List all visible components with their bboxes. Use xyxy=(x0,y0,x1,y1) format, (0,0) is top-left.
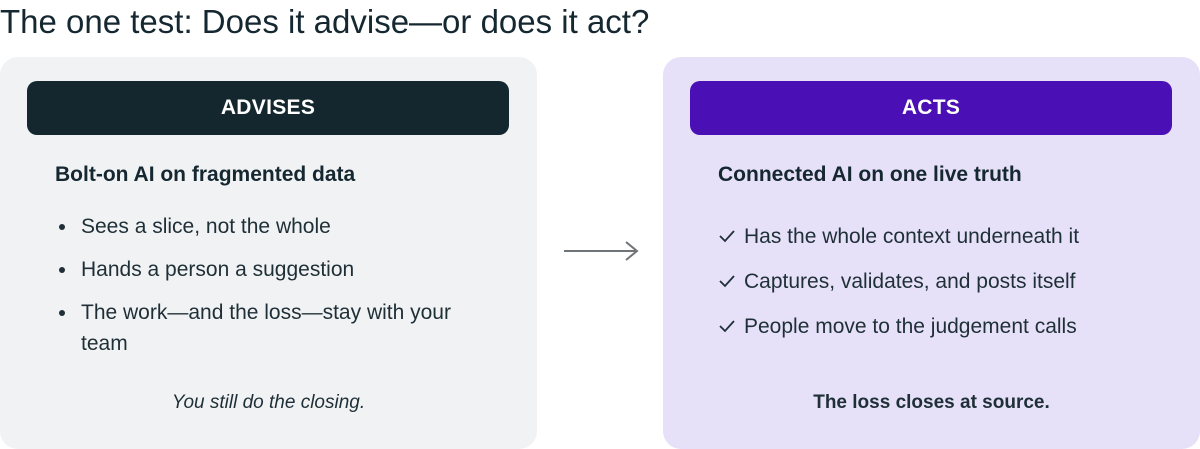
list-item-text: Captures, validates, and posts itself xyxy=(744,270,1076,293)
dot-icon xyxy=(59,267,65,273)
arrow-right-icon xyxy=(564,241,639,261)
advises-list: Sees a slice, not the whole Hands a pers… xyxy=(55,211,495,371)
check-icon xyxy=(719,230,735,243)
dot-icon xyxy=(59,224,65,230)
list-item: The work—and the loss—stay with your tea… xyxy=(55,297,495,359)
acts-panel: ACTS Connected AI on one live truth Has … xyxy=(663,57,1200,449)
list-item-text: Hands a person a suggestion xyxy=(81,258,355,281)
list-item: People move to the judgement calls xyxy=(718,311,1178,342)
acts-header: ACTS xyxy=(690,81,1172,135)
list-item: Hands a person a suggestion xyxy=(55,254,495,285)
acts-list: Has the whole context underneath it Capt… xyxy=(718,221,1178,356)
acts-subtitle: Connected AI on one live truth xyxy=(718,163,1022,186)
advises-footer: You still do the closing. xyxy=(171,392,366,413)
acts-footer: The loss closes at source. xyxy=(813,392,1050,413)
list-item-text: Sees a slice, not the whole xyxy=(81,215,331,238)
advises-header: ADVISES xyxy=(27,81,509,135)
list-item-text: The work—and the loss—stay with your tea… xyxy=(81,301,451,355)
list-item: Captures, validates, and posts itself xyxy=(718,266,1178,297)
check-icon xyxy=(719,320,735,333)
dot-icon xyxy=(59,310,65,316)
list-item-text: People move to the judgement calls xyxy=(744,315,1077,338)
list-item: Sees a slice, not the whole xyxy=(55,211,495,242)
page-title: The one test: Does it advise—or does it … xyxy=(0,3,650,40)
advises-panel: ADVISES Bolt-on AI on fragmented data Se… xyxy=(0,57,537,449)
list-item: Has the whole context underneath it xyxy=(718,221,1178,252)
check-icon xyxy=(719,275,735,288)
advises-subtitle: Bolt-on AI on fragmented data xyxy=(55,163,356,186)
list-item-text: Has the whole context underneath it xyxy=(744,225,1080,248)
